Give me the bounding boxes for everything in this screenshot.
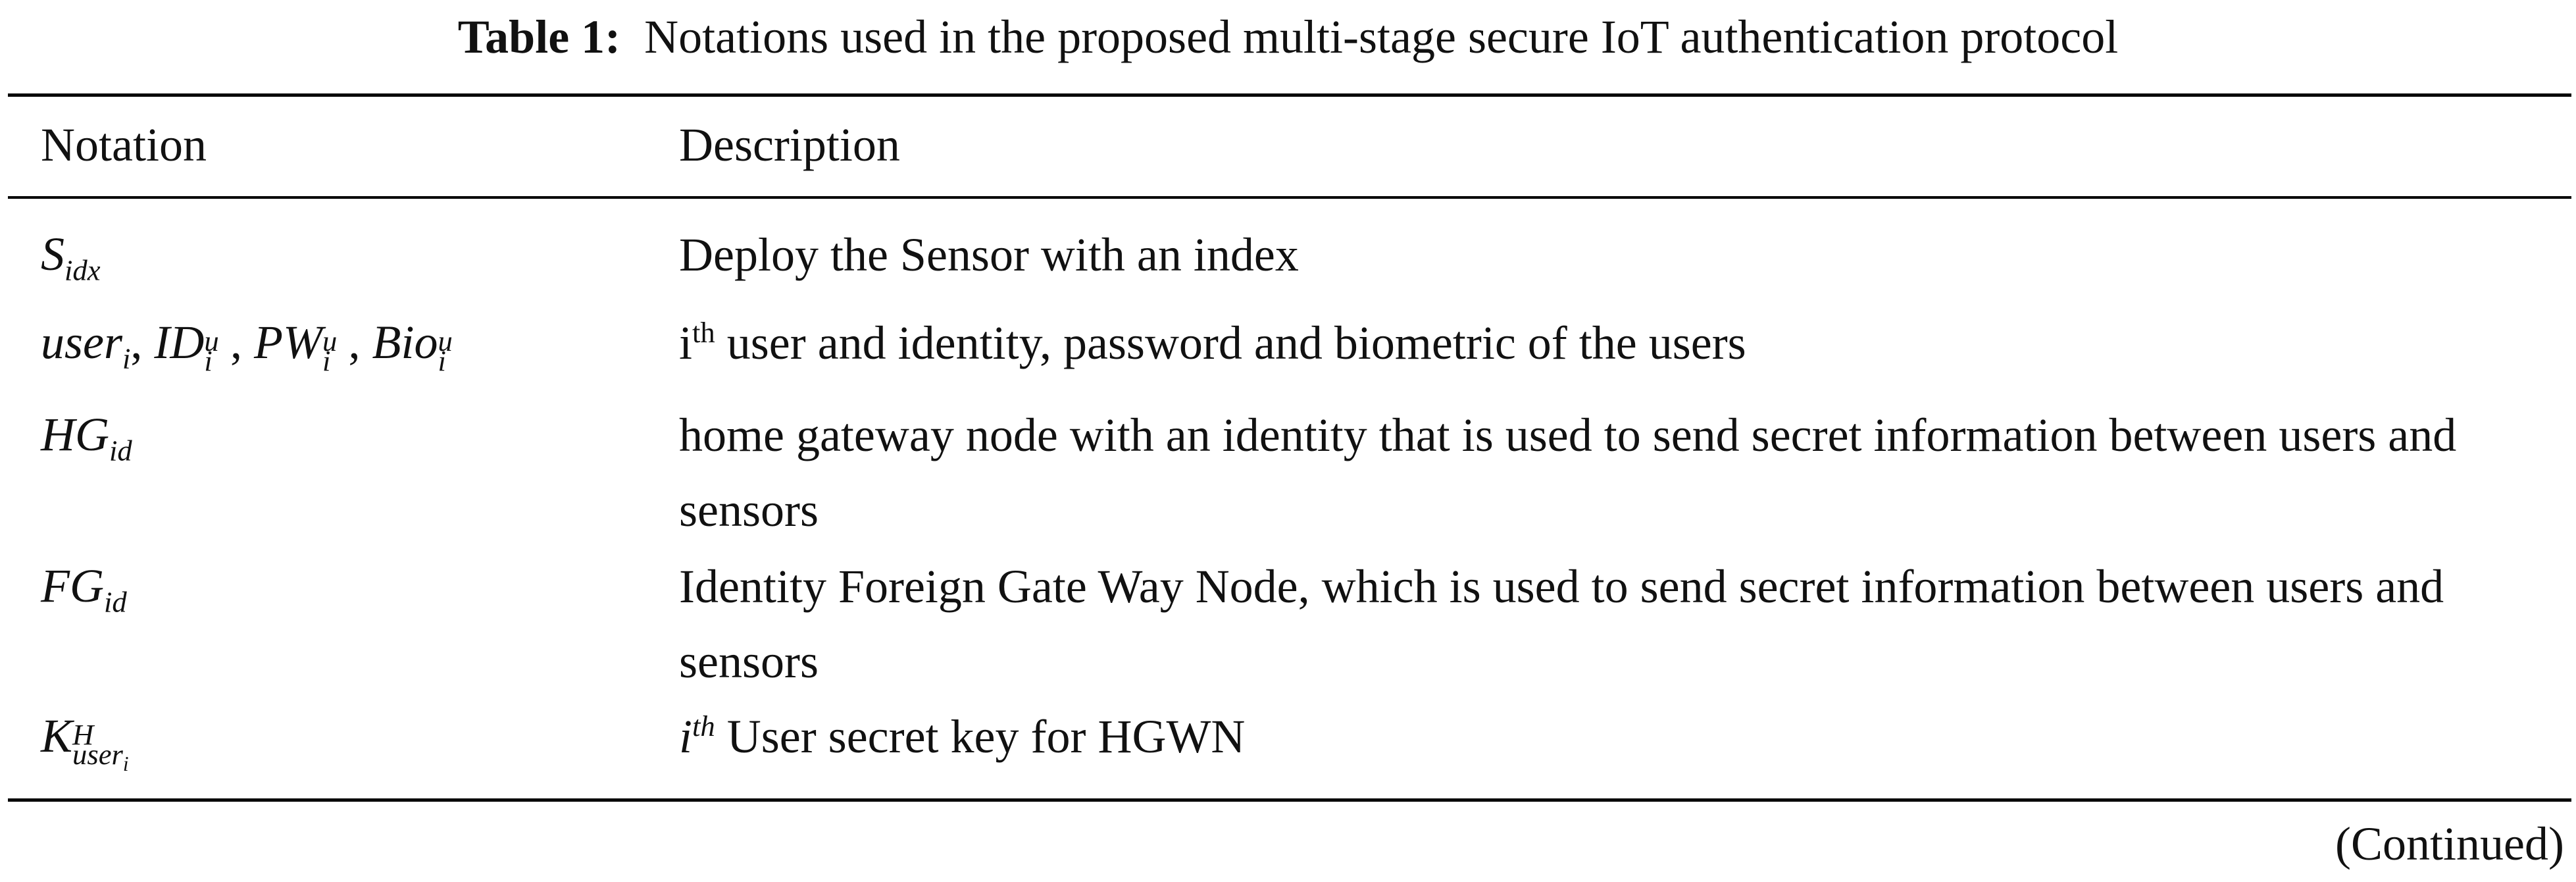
table-caption: Table 1: Notations used in the proposed …: [0, 4, 2576, 70]
description-cell: Deploy the Sensor with an index: [679, 228, 1299, 281]
description-cell: ith user and identity, password and biom…: [679, 316, 1746, 369]
header-description: Description: [679, 118, 900, 171]
continued-note: (Continued): [2335, 817, 2564, 870]
header-notation: Notation: [41, 118, 207, 171]
notation-cell: HGid: [41, 408, 132, 467]
bottom-rule: [8, 798, 2571, 802]
description-cell: Identity Foreign Gate Way Node, which is…: [679, 560, 2444, 688]
top-rule: [8, 93, 2571, 97]
header-rule: [8, 196, 2571, 199]
description-cell: home gateway node with an identity that …: [679, 409, 2457, 536]
description-cell: ith User secret key for HGWN: [679, 710, 1246, 763]
table-caption-text: Notations used in the proposed multi-sta…: [644, 11, 2119, 63]
notation-cell: FGid: [41, 559, 127, 619]
table-caption-label: Table 1:: [457, 11, 621, 63]
notation-cell: Sidx: [41, 228, 101, 287]
